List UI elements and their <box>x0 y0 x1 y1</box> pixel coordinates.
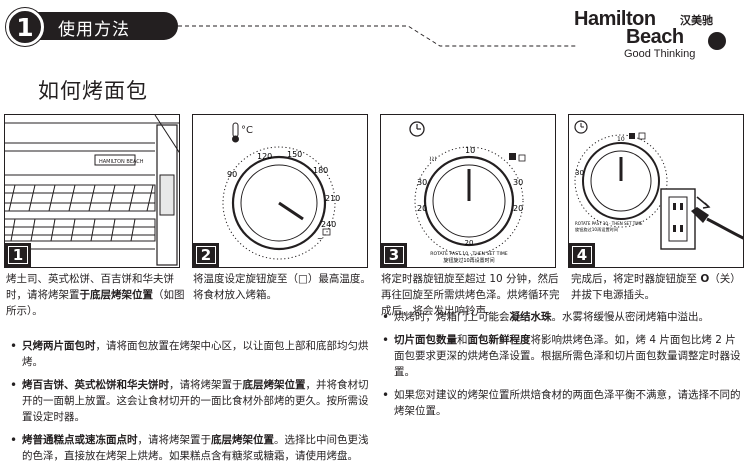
temp-tick-150: 150 <box>287 150 302 159</box>
brand-logo: Hamilton 汉美驰 Beach Good Thinking <box>568 8 738 62</box>
power-plug <box>691 196 743 240</box>
unplug-drawing: 30 10 ROTATE PAST 10 · THEN SET TIME 旋钮旋… <box>574 120 743 250</box>
tip-bold-2: 面包新鲜程度 <box>467 334 531 346</box>
tip-item: 烘烤时，烤箱门上可能会凝结水珠。水雾将缓慢从密闭烤箱中溢出。 <box>382 309 746 325</box>
tip-bold: 凝结水珠 <box>509 311 552 323</box>
tip-text: ，请将面包放置在烤架中心区，以让面包上部和底部均匀烘烤。 <box>22 340 369 368</box>
tips-list-left: 只烤两片面包时，请将面包放置在烤架中心区，以让面包上部和底部均匀烘烤。 烤百吉饼… <box>10 338 370 471</box>
tip-bold-2: 底层烤架位置 <box>242 379 306 391</box>
brand-name-line2: Beach <box>626 26 684 48</box>
tip-bold: 只烤两片面包时 <box>22 340 96 352</box>
tip-text-2: 。水雾将缓慢从密闭烤箱中溢出。 <box>551 311 710 323</box>
tip-text: 烘烤时，烤箱门上可能会 <box>394 311 510 323</box>
temp-tick-120: 120 <box>257 152 272 161</box>
timer-tick-top: 10 <box>465 146 475 155</box>
timer-instruction-en: ROTATE PAST 10 · THEN SET TIME <box>430 251 508 257</box>
step-4-caption-bold: O <box>700 273 710 285</box>
timer-tick-left-30: 30 <box>417 178 427 187</box>
section-label: 使用方法 <box>58 20 130 40</box>
svg-text:20: 20 <box>465 239 474 247</box>
tip-text: ，请将烤架置于 <box>169 379 243 391</box>
timer-tick-right-20: 20 <box>513 204 523 213</box>
clock-icon <box>574 120 588 134</box>
tip-item: 只烤两片面包时，请将面包放置在烤架中心区，以让面包上部和底部均匀烘烤。 <box>10 338 370 370</box>
tip-item: 如果您对建议的烤架位置所烘焙食材的两面色泽平衡不满意，请选择不同的烤架位置。 <box>382 387 746 419</box>
tip-item: 烤普通糕点或速冻面点时，请将烤架置于底层烤架位置。选择比中间色更浅的色泽，直接放… <box>10 432 370 464</box>
temperature-dial-drawing: °C 90 120 150 180 210 240 ~ <box>222 122 340 260</box>
step-4-caption: 完成后，将定时器旋钮旋至 O（关） 并拔下电源插头。 <box>571 271 741 303</box>
tip-text: 和 <box>457 334 468 346</box>
tip-text: ，请将烤架置于 <box>137 434 212 446</box>
tips-list-right: 烘烤时，烤箱门上可能会凝结水珠。水雾将缓慢从密闭烤箱中溢出。 切片面包数量和面包… <box>382 309 746 426</box>
tip-item: 烤百吉饼、英式松饼和华夫饼时，请将烤架置于底层烤架位置，并将食材切开的一面朝上放… <box>10 377 370 425</box>
step-4-caption-text-end: （关） 并拔下电源插头。 <box>571 273 741 301</box>
tip-text-2: 将影响烘烤色泽。如，烤 4 片面包比烤 2 片面包要求更深的烘烤色泽设置。根据所… <box>394 334 741 378</box>
temp-tick-90: 90 <box>227 170 237 179</box>
step-1-caption: 烤土司、英式松饼、百吉饼和华夫饼时，请将烤架置于底层烤架位置（如图所示）。 <box>6 271 186 319</box>
timer-dial-drawing: ≀≀≀ 10 20 30 20 30 20 ROTATE PAST 10 · T… <box>409 121 526 264</box>
svg-text:~: ~ <box>317 235 323 243</box>
timer-tick-left-20: 20 <box>417 204 427 213</box>
step-1-illustration: HAMILTON BEACH 1 <box>4 114 180 268</box>
step-1-caption-bold: 于底层烤架位置 <box>79 289 154 301</box>
step-3-illustration: ≀≀≀ 10 20 30 20 30 20 ROTATE PAST 10 · T… <box>380 114 556 268</box>
step-4-caption-text: 完成后，将定时器旋钮旋至 <box>571 273 701 285</box>
tip-bold: 烤普通糕点或速冻面点时 <box>22 434 138 446</box>
dial4-tick-30: 30 <box>575 169 584 177</box>
section-badge: 1 使用方法 <box>6 8 178 46</box>
svg-text:≀≀≀: ≀≀≀ <box>429 155 437 163</box>
clock-icon <box>409 121 425 137</box>
tip-text-2: ，并将食材切开的一面朝上放置。这会让食材切开的一面比食材外部烤的更久。按所需设置… <box>22 379 369 423</box>
temp-tick-180: 180 <box>313 166 328 175</box>
tip-text-2: 。选择比中间色更浅的色泽，直接放在烤架上烘烤。如果糕点含有糖浆或糖霜，请使用烤盘… <box>22 434 369 462</box>
timer-instruction-cn: 旋钮旋过10再设置时间 <box>443 257 494 264</box>
temp-tick-240: 240 <box>321 220 336 229</box>
step-3-number: 3 <box>381 243 407 267</box>
dial-unit: °C <box>241 125 253 136</box>
page-title: 如何烤面包 <box>38 79 148 103</box>
brand-name-cn: 汉美驰 <box>680 14 713 27</box>
temp-tick-210: 210 <box>325 194 340 203</box>
step-4-illustration: 30 10 ROTATE PAST 10 · THEN SET TIME 旋钮旋… <box>568 114 744 268</box>
dial4-tick-10: 10 <box>617 136 625 143</box>
step-1-number: 1 <box>5 243 31 267</box>
step-1-caption-text: 烤土司、英式松饼、百吉饼和华夫饼时，请将烤架置 <box>6 273 174 301</box>
section-pill <box>32 12 178 40</box>
brand-tagline: Good Thinking <box>624 48 696 60</box>
section-number: 1 <box>6 8 44 46</box>
tip-text: 如果您对建议的烤架位置所烘焙食材的两面色泽平衡不满意，请选择不同的烤架位置。 <box>394 389 741 417</box>
step-2-number: 2 <box>193 243 219 267</box>
thermometer-icon <box>232 122 239 143</box>
tip-bold: 烤百吉饼、英式松饼和华夫饼时 <box>22 379 169 391</box>
step-4-number: 4 <box>569 243 595 267</box>
svg-text:HAMILTON BEACH: HAMILTON BEACH <box>99 159 144 165</box>
step-1-caption-text-end: （如图所示）。 <box>6 289 185 317</box>
header-divider-line <box>178 25 578 47</box>
step-2-illustration: °C 90 120 150 180 210 240 ~ 2 <box>192 114 368 268</box>
brand-name-line1: Hamilton <box>574 8 656 30</box>
dial4-instruction-cn: 旋钮旋过10再设置时间 <box>575 226 618 233</box>
brand-dot <box>708 32 726 50</box>
tip-item: 切片面包数量和面包新鲜程度将影响烘烤色泽。如，烤 4 片面包比烤 2 片面包要求… <box>382 332 746 380</box>
timer-tick-right-30: 30 <box>513 178 523 187</box>
step-2-caption: 将温度设定旋钮旋至（□）最高温度。将食材放入烤箱。 <box>193 273 371 301</box>
dial4-instruction-en: ROTATE PAST 10 · THEN SET TIME <box>575 221 643 226</box>
tip-bold-2: 底层烤架位置 <box>211 434 274 446</box>
tip-bold: 切片面包数量 <box>394 334 457 346</box>
wall-outlet <box>660 188 696 250</box>
oven-rack-drawing: HAMILTON BEACH <box>5 115 179 266</box>
